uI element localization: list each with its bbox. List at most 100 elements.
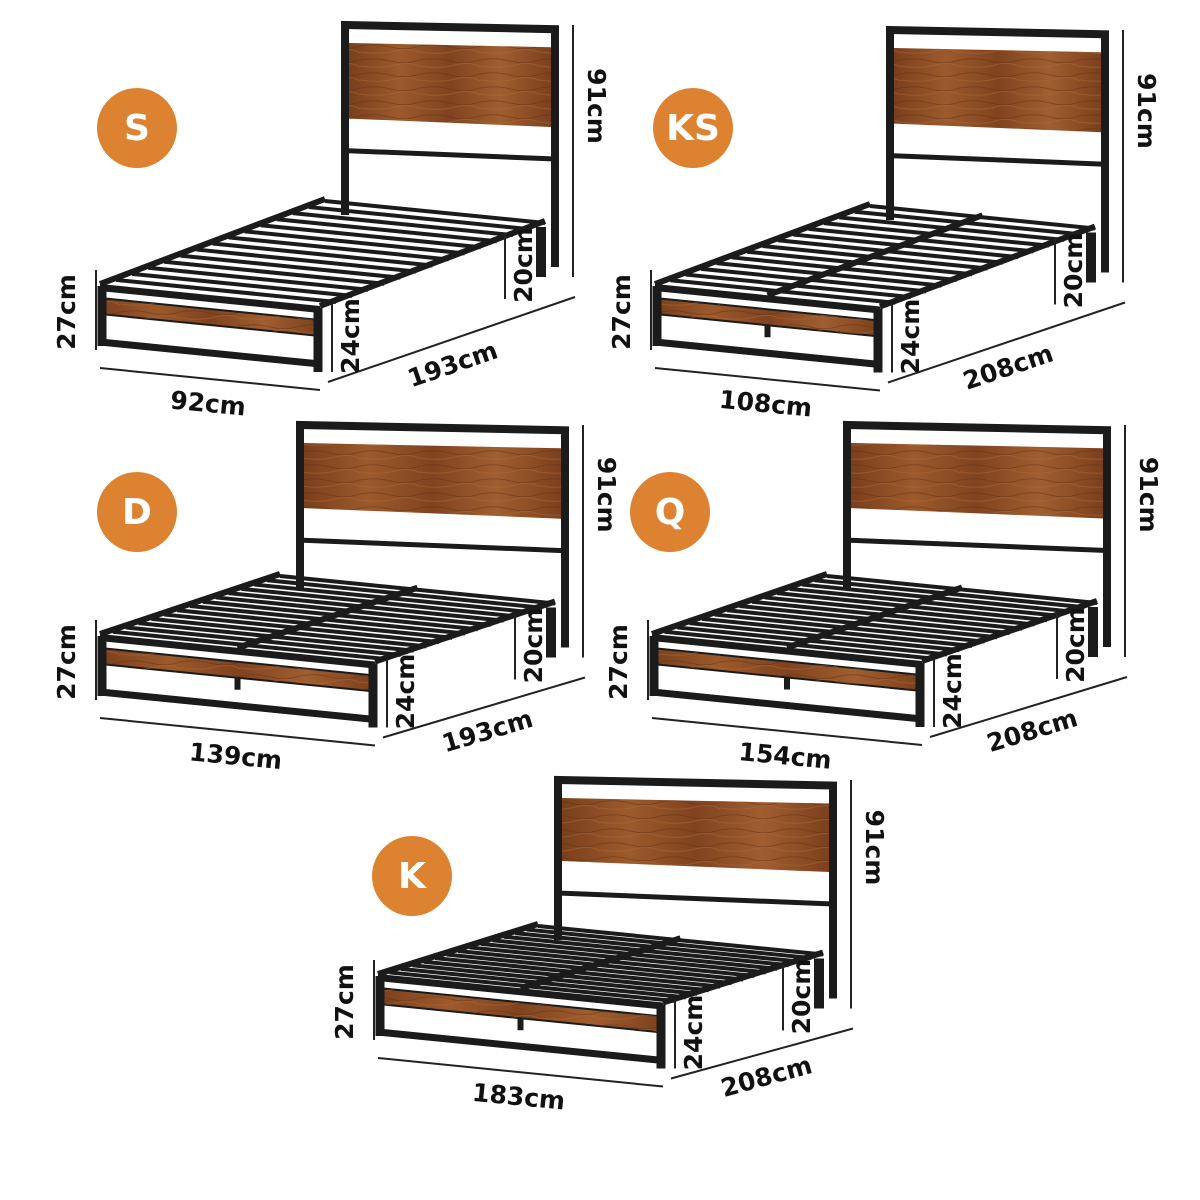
footboard-wood-grain [100, 648, 375, 692]
size-badge-label: D [122, 492, 152, 533]
footboard-bottom-bar [654, 338, 881, 368]
slat [308, 205, 530, 232]
foot-height-label: 24cm [896, 299, 925, 375]
width-dimension-line [654, 367, 881, 392]
footboard-wood-grain [378, 988, 663, 1033]
slat [196, 247, 417, 274]
headboard-crossbar [889, 153, 1106, 167]
left-side-rail [99, 571, 281, 637]
length-label: 208cm [718, 1050, 815, 1103]
side-height-label: 27cm [52, 274, 81, 350]
headboard-height-label: 91cm [592, 457, 621, 533]
foot-height-label: 24cm [938, 653, 967, 729]
slat [180, 253, 401, 280]
left-side-rail [377, 921, 539, 977]
slat [131, 271, 353, 298]
size-badge-label: Q [655, 492, 686, 533]
side-height-label: 27cm [52, 624, 81, 700]
headboard-frame [296, 420, 569, 648]
width-label: 183cm [471, 1078, 566, 1116]
footboard-bottom-bar [99, 688, 376, 723]
headboard-height-label: 91cm [1134, 457, 1163, 533]
length-dimension-line [929, 676, 1128, 738]
headboard-crossbar [344, 148, 556, 162]
footboard-top-bar [99, 635, 376, 669]
footboard-top-bar [654, 285, 881, 314]
width-dimension-line [99, 717, 376, 747]
footboard-bottom-bar [99, 338, 321, 368]
right-side-rail [662, 949, 824, 1006]
size-badge [372, 836, 452, 916]
headboard-frame [554, 775, 837, 999]
width-dimension-line [99, 367, 321, 391]
length-label: 208cm [983, 703, 1080, 758]
width-dimension-line [651, 717, 923, 746]
footboard-bottom-bar [651, 688, 923, 723]
size-badge [97, 472, 177, 552]
footboard-wood-grain [100, 298, 320, 336]
bed-ks: KS 108cm 208cm 27cm 24cm 20cm 91cm [607, 25, 1161, 423]
slat [164, 259, 385, 286]
headboard-wood-grain [894, 48, 1101, 133]
slat [324, 199, 546, 225]
headboard-crossbar [299, 537, 566, 554]
headboard-height-label: 91cm [860, 810, 889, 886]
footboard-top-bar [651, 635, 923, 668]
headboard-frame [843, 420, 1111, 647]
headboard-frame [341, 20, 559, 267]
slat [115, 277, 337, 304]
right-side-rail [921, 598, 1098, 664]
slat [148, 265, 369, 292]
headboard-wood-grain [851, 443, 1103, 519]
length-dimension-line [382, 676, 586, 739]
slat [228, 235, 449, 262]
length-label: 208cm [959, 338, 1056, 395]
left-side-rail [651, 571, 828, 637]
headboard-crossbar [557, 890, 834, 907]
side-height-label: 27cm [607, 274, 636, 350]
size-badge [630, 472, 710, 552]
width-label: 92cm [169, 385, 247, 421]
clearance-label: 20cm [1059, 233, 1088, 309]
slat [292, 211, 514, 238]
headboard-wood-grain [349, 43, 551, 127]
length-label: 193cm [404, 335, 501, 393]
width-label: 108cm [718, 385, 813, 423]
clearance-label: 20cm [519, 608, 548, 684]
side-height-label: 27cm [604, 624, 633, 700]
size-badge-label: KS [666, 108, 720, 149]
left-side-rail [653, 201, 872, 287]
foot-height-label: 24cm [336, 298, 365, 374]
clearance-label: 20cm [509, 227, 538, 303]
foot-height-label: 24cm [391, 654, 420, 730]
slat [276, 217, 497, 244]
length-dimension-line [887, 301, 1126, 384]
size-badge [653, 88, 733, 168]
headboard-wood-grain [562, 798, 829, 872]
right-side-rail [878, 223, 1097, 310]
foot-height-label: 24cm [679, 995, 708, 1071]
footboard-wood-grain [655, 298, 880, 337]
width-label: 154cm [737, 737, 832, 775]
headboard-height-label: 91cm [582, 68, 611, 144]
center-rail [786, 584, 963, 651]
side-height-label: 27cm [330, 964, 359, 1040]
right-side-rail [374, 598, 556, 665]
headboard-height-label: 91cm [1132, 73, 1161, 149]
width-label: 139cm [188, 737, 283, 775]
headboard-crossbar [846, 537, 1108, 553]
footboard-top-bar [377, 975, 664, 1010]
center-rail [236, 584, 419, 651]
footboard-bottom-bar [377, 1028, 664, 1064]
footboard-wood-grain [652, 648, 922, 691]
size-badge-label: K [398, 856, 427, 897]
left-side-rail [98, 196, 327, 287]
width-dimension-line [377, 1057, 664, 1088]
length-dimension-line [670, 1027, 854, 1080]
right-side-rail [318, 218, 547, 309]
slat [260, 223, 481, 250]
